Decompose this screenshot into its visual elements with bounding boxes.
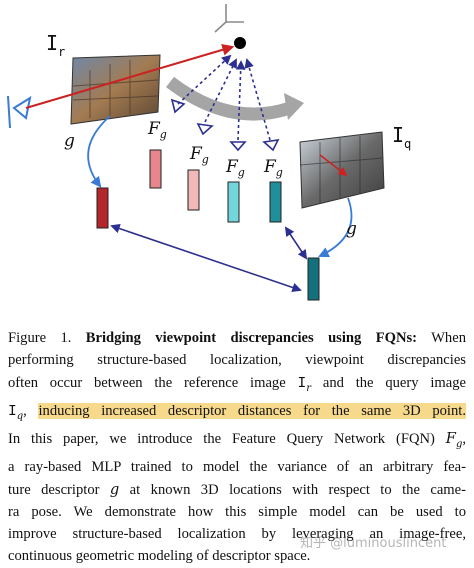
caption-line-1: Figure 1. Bridging viewpoint discrepanci… — [8, 330, 466, 346]
caption-line-4: Iq, inducing increased descriptor distan… — [8, 402, 466, 422]
caption-line-5: In this paper, we introduce the Feature … — [8, 430, 466, 450]
highlighted-sentence: inducing increased descriptor distances … — [38, 402, 466, 419]
figure-caption: Figure 1. Bridging viewpoint discrepanci… — [8, 327, 466, 568]
camera-icon — [7, 95, 32, 129]
descriptor-query — [307, 257, 320, 301]
small-camera-icons — [170, 98, 280, 152]
descriptor-pred-1 — [149, 149, 162, 189]
watermark: 知乎 @luminouslincent — [300, 536, 447, 551]
caption-line-6: a ray-based MLP trained to model the var… — [8, 459, 466, 476]
caption-line-3: often occur between the reference image … — [8, 374, 466, 394]
caption-line-8: ra pose. We demonstrate how this simple … — [8, 503, 466, 520]
g-arrow-right — [318, 197, 353, 258]
svg-text:Fg: Fg — [147, 119, 167, 141]
descriptor-pred-2 — [187, 169, 200, 211]
descriptor-bars — [96, 149, 320, 301]
fqn-labels: Fg Fg Fg Fg — [147, 119, 283, 179]
distance-arrow-short — [284, 226, 308, 260]
svg-text:Fg: Fg — [263, 157, 283, 179]
svg-text:Fg: Fg — [225, 157, 245, 179]
reference-image — [70, 54, 161, 125]
query-image-label: Iq — [392, 123, 411, 151]
descriptor-pred-4 — [269, 181, 282, 223]
g-label-right: g — [346, 219, 357, 239]
descriptor-pred-3 — [227, 181, 240, 223]
3d-point — [234, 37, 246, 49]
figure-1-diagram: Ir Fg Fg Fg Fg — [7, 4, 411, 301]
caption-line-9: improve structure-based localization by … — [8, 526, 466, 543]
caption-line-7: ture descriptor g at known 3D locations … — [8, 480, 466, 498]
query-image — [299, 131, 385, 209]
g-arrow-left — [87, 115, 111, 188]
caption-line-2: performing structure-based localization,… — [8, 352, 466, 369]
axes-icon — [214, 4, 244, 33]
distance-arrow-long — [110, 223, 302, 293]
reference-image-label: Ir — [46, 31, 65, 59]
query-rays — [177, 54, 271, 141]
reference-ray — [25, 43, 235, 109]
paper-page: Ir Fg Fg Fg Fg — [7, 4, 466, 564]
viewpoint-change-arrow — [166, 76, 293, 121]
descriptor-ref — [96, 187, 109, 229]
svg-text:Fg: Fg — [189, 144, 209, 166]
g-label-left: g — [64, 131, 75, 151]
